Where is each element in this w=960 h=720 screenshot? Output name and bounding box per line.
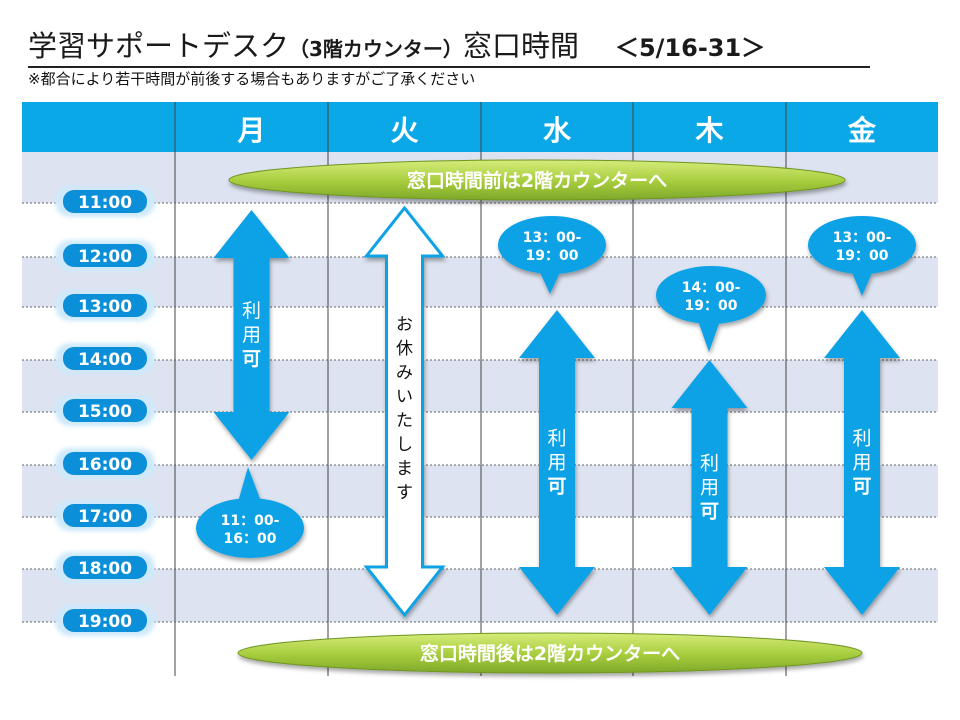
closed-label-2-char: た: [396, 411, 413, 431]
bubble-start-time: 13：00-: [523, 230, 582, 246]
page-title: 学習サポートデスク（3階カウンター）窓口時間 ＜5/16-31＞: [28, 26, 765, 66]
grid-row: [22, 257, 938, 307]
time-bubble-5: [808, 216, 916, 296]
bubble-body: [196, 498, 304, 558]
grid-row: [22, 517, 938, 569]
time-label-1800: 18:00: [78, 559, 132, 579]
available-label-1-char: 用: [242, 324, 261, 346]
available-label-3-char: 用: [547, 452, 566, 474]
grid-row: [22, 360, 938, 412]
availability-arrow-4: [671, 360, 748, 615]
closed-label-2-char: 休: [396, 339, 413, 359]
bubble-tail: [238, 467, 262, 504]
before-hours-banner: [228, 159, 846, 201]
available-label-5: 利用可: [852, 428, 871, 498]
available-label-4-char: 可: [700, 501, 719, 523]
header-band: [22, 102, 938, 152]
grid-row: [22, 569, 938, 622]
bubble-start-time: 11：00-: [221, 513, 280, 529]
time-pill: [63, 190, 147, 213]
closed-label-2-char: お: [396, 315, 413, 335]
time-bubble-3: [498, 216, 606, 294]
closed-arrow-2: [363, 205, 446, 618]
bubble-body: [808, 216, 916, 274]
available-label-5-char: 利: [852, 428, 871, 450]
subtitle-note: ※都合により若干時間が前後する場合もありますがご了承ください: [28, 70, 476, 88]
time-pill: [63, 609, 147, 632]
bubble-end-time: 19：00: [526, 248, 579, 264]
day-header-4: 木: [694, 114, 723, 147]
bubble-end-time: 16：00: [224, 531, 277, 547]
time-label-1900: 19:00: [78, 612, 132, 632]
available-label-4: 利用可: [700, 453, 719, 523]
time-pill: [63, 504, 147, 527]
time-label-1700: 17:00: [78, 507, 132, 527]
bubble-tail: [850, 268, 874, 296]
bubble-tail: [697, 318, 721, 352]
time-label-1600: 16:00: [78, 455, 132, 475]
time-pill: [63, 347, 147, 370]
available-label-1: 利用可: [242, 300, 261, 370]
time-label-1100: 11:00: [78, 193, 132, 213]
grid-row: [22, 203, 938, 257]
day-header-5: 金: [847, 114, 877, 147]
time-pill: [63, 452, 147, 475]
time-label-1300: 13:00: [78, 297, 132, 317]
time-pill: [63, 399, 147, 422]
available-label-3-char: 利: [547, 428, 566, 450]
time-pill: [63, 244, 147, 267]
before-hours-banner-text: 窓口時間前は2階カウンターへ: [407, 169, 667, 192]
bubble-body: [656, 266, 766, 324]
after-hours-banner-text: 窓口時間後は2階カウンターへ: [420, 642, 680, 665]
closed-label-2-char: す: [396, 483, 413, 503]
title-suffix: 窓口時間: [462, 29, 579, 63]
available-label-5-char: 可: [852, 476, 871, 498]
bubble-body: [498, 216, 606, 274]
grid-row: [22, 412, 938, 465]
available-label-3: 利用可: [547, 428, 566, 498]
title-underline: [28, 66, 870, 68]
bubble-start-time: 14：00-: [682, 280, 741, 296]
availability-arrow-1: [213, 210, 290, 460]
grid-row: [22, 465, 938, 517]
grid-row: [22, 307, 938, 360]
time-label-1500: 15:00: [78, 402, 132, 422]
after-hours-banner-shape: [237, 632, 863, 674]
bubble-end-time: 19：00: [836, 248, 889, 264]
available-label-1-char: 可: [242, 348, 261, 370]
title-date-range: ＜5/16-31＞: [614, 34, 766, 62]
day-header-1: 月: [236, 114, 265, 147]
title-location: （3階カウンター）: [289, 37, 463, 61]
bubble-end-time: 19：00: [685, 298, 738, 314]
available-label-1-char: 利: [242, 300, 261, 322]
available-label-4-char: 用: [700, 477, 719, 499]
available-label-3-char: 可: [547, 476, 566, 498]
time-bubble-1: [196, 467, 304, 558]
bubble-start-time: 13：00-: [833, 230, 892, 246]
time-label-1200: 12:00: [78, 247, 132, 267]
title-main: 学習サポートデスク: [28, 29, 290, 63]
available-label-5-char: 用: [852, 452, 871, 474]
availability-arrow-3: [519, 310, 595, 615]
time-bubble-4: [656, 266, 766, 352]
time-label-1400: 14:00: [78, 350, 132, 370]
closed-label-2-char: ま: [396, 459, 413, 479]
available-label-4-char: 利: [700, 453, 719, 475]
day-header-3: 水: [543, 114, 572, 147]
closed-label-2-char: い: [396, 387, 413, 407]
time-pill: [63, 294, 147, 317]
availability-arrow-5: [824, 310, 900, 615]
closed-label-2-char: し: [396, 435, 413, 455]
bubble-tail: [538, 268, 562, 294]
before-hours-banner-shape: [228, 159, 846, 201]
after-hours-banner: [237, 632, 863, 674]
day-header-2: 火: [390, 114, 418, 147]
closed-label-2-char: み: [396, 363, 413, 383]
time-pill: [63, 556, 147, 579]
